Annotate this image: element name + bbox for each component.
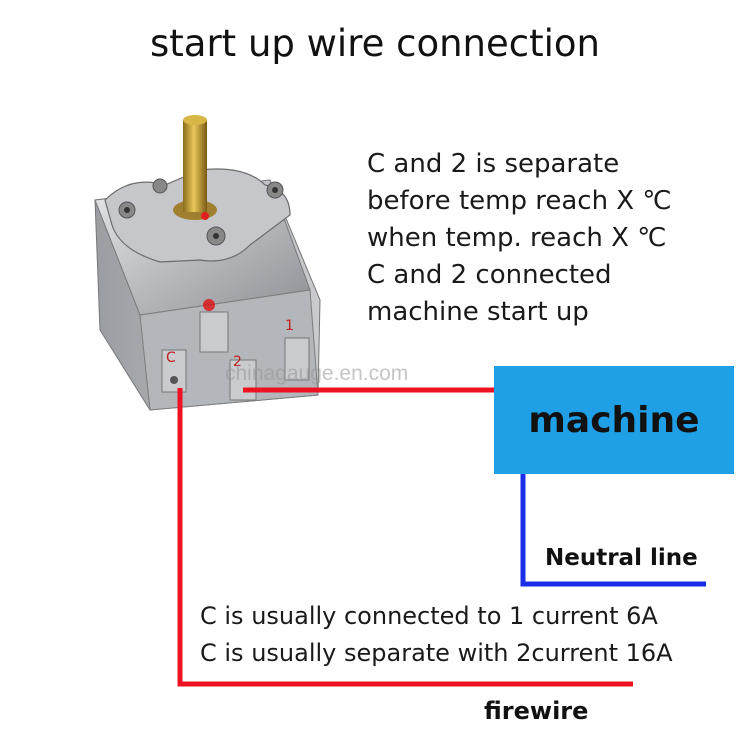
firewire-label: firewire <box>484 697 589 725</box>
terminal-label-1: 1 <box>285 318 294 334</box>
description-line: C and 2 connected <box>367 260 612 290</box>
description-line: before temp reach X ℃ <box>367 186 672 216</box>
description-block: C and 2 is separate before temp reach X … <box>367 146 672 331</box>
description-line: when temp. reach X ℃ <box>367 223 667 253</box>
fire-wire-c <box>177 388 633 687</box>
terminal-label-c: C <box>166 350 176 366</box>
machine-box: machine <box>494 366 734 474</box>
terminal-label-2: 2 <box>233 354 242 370</box>
watermark: chinagauge.en.com <box>225 362 409 385</box>
description-line: C and 2 is separate <box>367 149 620 179</box>
diagram-title: start up wire connection <box>150 22 600 65</box>
machine-label: machine <box>528 399 700 441</box>
notes-block: C is usually connected to 1 current 6A C… <box>200 598 673 672</box>
neutral-wire <box>520 474 706 587</box>
note-line: C is usually separate with 2current 16A <box>200 639 673 667</box>
description-line: machine start up <box>367 297 589 327</box>
note-line: C is usually connected to 1 current 6A <box>200 602 658 630</box>
neutral-line-label: Neutral line <box>545 545 698 571</box>
